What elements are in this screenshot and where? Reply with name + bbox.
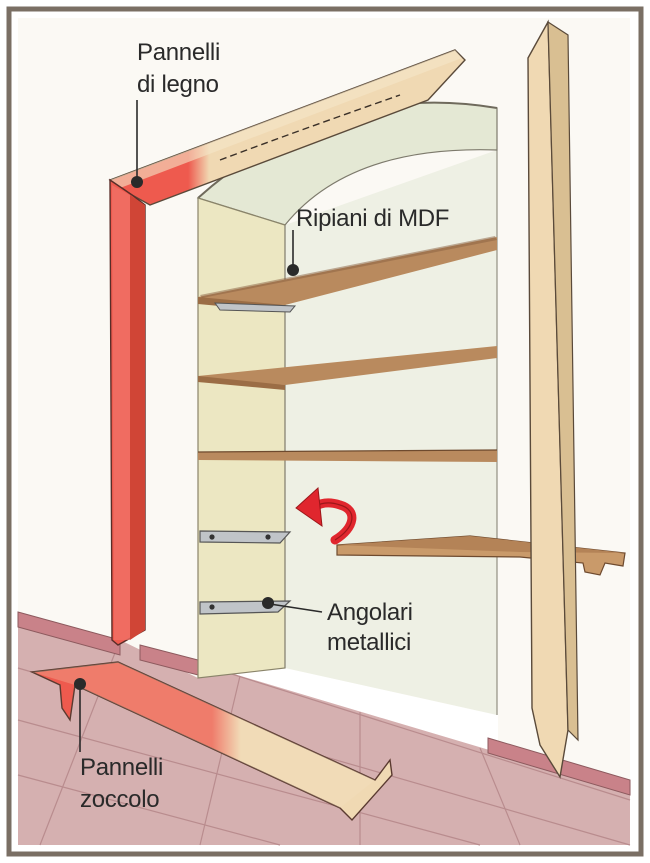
label-wood-panels-line2: di legno	[137, 71, 219, 98]
label-skirting-panels-line2: zoccolo	[80, 786, 159, 813]
leader-skirting-panels	[74, 678, 86, 752]
leader-mdf-shelves	[287, 230, 299, 276]
label-wood-panels: Pannelli di legno	[137, 39, 226, 98]
skirting-panel	[29, 661, 393, 822]
wood-panel-top	[108, 49, 466, 206]
label-mdf-shelves: Ripiani di MDF	[296, 205, 449, 232]
leader-wood-panels	[131, 100, 143, 188]
metal-bracket-lower	[199, 600, 292, 615]
mdf-shelf-lower	[197, 449, 498, 462]
skirting-board	[17, 611, 631, 796]
label-metal-brackets-line2: metallici	[327, 629, 411, 656]
image-frame	[6, 6, 644, 857]
label-skirting-panels: Pannelli zoccolo	[80, 754, 169, 813]
insert-arrow-icon	[295, 486, 357, 545]
metal-bracket-upper	[199, 530, 292, 544]
wood-panel-left	[109, 178, 146, 646]
metal-bracket-shelf-top	[214, 302, 297, 313]
label-wood-panels-line1: Pannelli	[137, 39, 220, 66]
label-metal-brackets-line1: Angolari	[327, 599, 413, 626]
mdf-shelf-middle	[198, 346, 497, 390]
label-skirting-panels-line1: Pannelli	[80, 754, 163, 781]
wood-panel-right	[527, 19, 579, 779]
leader-metal-brackets	[262, 597, 323, 613]
label-metal-brackets: Angolari metallici	[327, 599, 419, 656]
